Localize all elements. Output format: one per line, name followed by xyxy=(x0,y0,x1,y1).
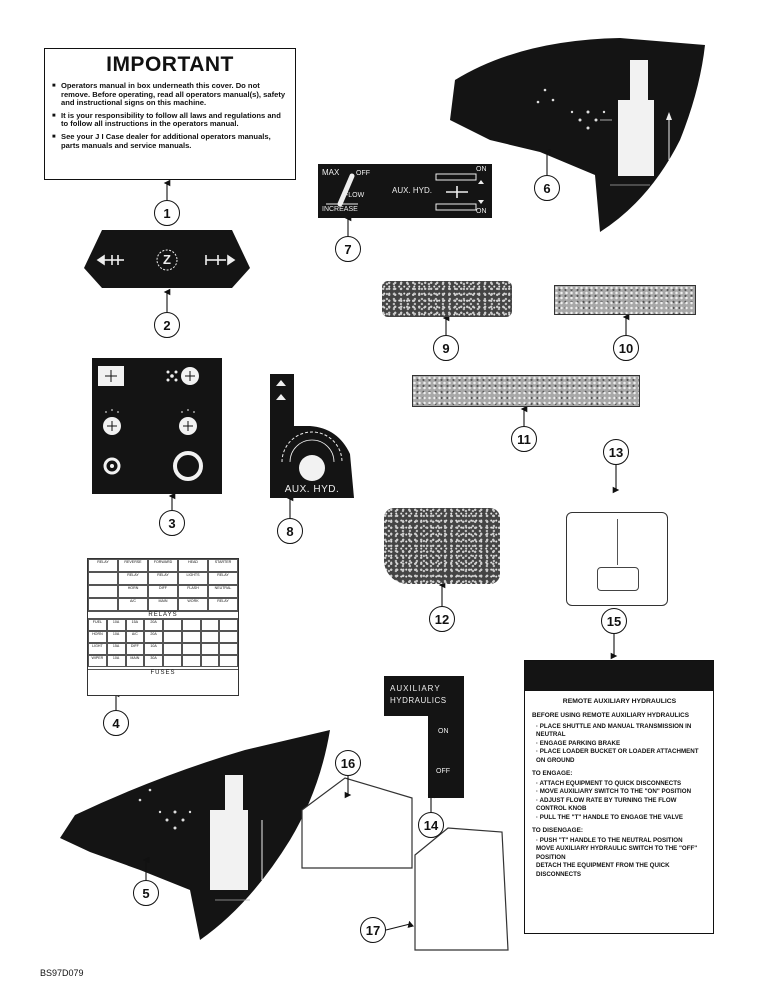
decal-1-important: IMPORTANT Operators manual in box undern… xyxy=(44,48,296,180)
diagram-id: BS97D079 xyxy=(40,968,84,978)
decal-8-aux-hyd-knob: AUX. HYD. xyxy=(266,374,356,498)
leader-17 xyxy=(385,920,415,931)
decal-14-title-1: AUXILIARY xyxy=(390,684,441,693)
decal-15-disengage-heading: TO DISENGAGE: xyxy=(532,827,584,835)
callout-6: 6 xyxy=(534,175,560,201)
callout-10: 10 xyxy=(613,335,639,361)
decal-15-engage-3: · ADJUST FLOW RATE BY TURNING THE FLOW C… xyxy=(536,796,677,813)
decal-7-off: OFF xyxy=(356,170,370,177)
important-title: IMPORTANT xyxy=(106,53,234,76)
decal-5-fan-panel xyxy=(60,730,330,940)
callout-1: 1 xyxy=(154,200,180,226)
decal-15-before-2: · ENGAGE PARKING BRAKE xyxy=(536,739,621,747)
important-bullet-2: It is your responsibility to follow all … xyxy=(52,111,288,129)
callout-3: 3 xyxy=(159,510,185,536)
decal-3-switch-panel xyxy=(92,358,222,494)
callout-15: 15 xyxy=(601,608,627,634)
decal-7-max: MAX xyxy=(322,168,340,177)
decal-4-fuses-label: FUSES xyxy=(88,669,238,676)
callout-7: 7 xyxy=(335,236,361,262)
callout-11: 11 xyxy=(511,426,537,452)
decal-4-relays-label: RELAYS xyxy=(88,611,238,619)
callout-9: 9 xyxy=(433,335,459,361)
decal-11-speckle-strip xyxy=(412,375,640,407)
decal-7-on-bottom: ON xyxy=(476,208,487,215)
decal-14-title-2: HYDRAULICS xyxy=(390,696,447,705)
important-bullet-1: Operators manual in box underneath this … xyxy=(52,81,288,108)
decal-15-engage-1: · ATTACH EQUIPMENT TO QUICK DISCONNECTS xyxy=(536,780,682,788)
decal-7-aux-hyd: AUX. HYD. xyxy=(392,186,433,195)
decal-2-panel: Z xyxy=(84,230,250,288)
decal-16-outline xyxy=(301,777,413,869)
decal-2-z-symbol: Z xyxy=(163,252,171,267)
decal-15-disengage-2: MOVE AUXILIARY HYDRAULIC SWITCH TO THE "… xyxy=(536,845,698,861)
decal-7-on-top: ON xyxy=(476,166,487,173)
callout-17: 17 xyxy=(360,917,386,943)
decal-7-flow-panel: MAX OFF FLOW INCREASE AUX. HYD. ON ON xyxy=(318,164,492,218)
decal-10-speckle-strip xyxy=(554,285,696,315)
decal-15-engage-2: · MOVE AUXILIARY SWITCH TO THE "ON" POSI… xyxy=(536,788,692,796)
decal-15-engage-heading: TO ENGAGE: xyxy=(532,770,573,778)
callout-8: 8 xyxy=(277,518,303,544)
decal-15-header: REMOTE AUXILIARY HYDRAULICS xyxy=(562,698,677,705)
decal-15-instructions: REMOTE AUXILIARY HYDRAULICS BEFORE USING… xyxy=(524,660,714,934)
decal-13-plate xyxy=(566,512,668,606)
decal-15-before-heading: BEFORE USING REMOTE AUXILIARY HYDRAULICS xyxy=(532,712,690,719)
callout-16: 16 xyxy=(335,750,361,776)
decal-6-fan-panel xyxy=(450,38,705,232)
callout-12: 12 xyxy=(429,606,455,632)
callout-2: 2 xyxy=(154,312,180,338)
decal-9-speckle-strip xyxy=(382,281,512,317)
decal-15-disengage-1: · PUSH "T" HANDLE TO THE NEUTRAL POSITIO… xyxy=(536,837,683,845)
decal-8-label: AUX. HYD. xyxy=(284,484,340,495)
decal-7-flow: FLOW xyxy=(344,192,365,199)
decal-15-disengage-3: DETACH THE EQUIPMENT FROM THE QUICK DISC… xyxy=(536,862,670,878)
decal-15-engage-4: · PULL THE "T" HANDLE TO ENGAGE THE VALV… xyxy=(536,813,684,821)
important-bullet-3: See your J I Case dealer for additional … xyxy=(52,132,288,150)
decal-7-increase: INCREASE xyxy=(322,206,358,213)
decal-14-on: ON xyxy=(438,728,449,735)
decal-15-before-3: · PLACE LOADER BUCKET OR LOADER ATTACHME… xyxy=(536,748,699,764)
callout-5: 5 xyxy=(133,880,159,906)
callout-14: 14 xyxy=(418,812,444,838)
decal-17-outline xyxy=(414,827,509,951)
callout-13: 13 xyxy=(603,439,629,465)
decal-12-speckle-pad xyxy=(384,508,500,584)
callout-4: 4 xyxy=(103,710,129,736)
decal-14-off: OFF xyxy=(436,768,450,775)
decal-15-before-1: · PLACE SHUTTLE AND MANUAL TRANSMISSION … xyxy=(536,723,692,739)
